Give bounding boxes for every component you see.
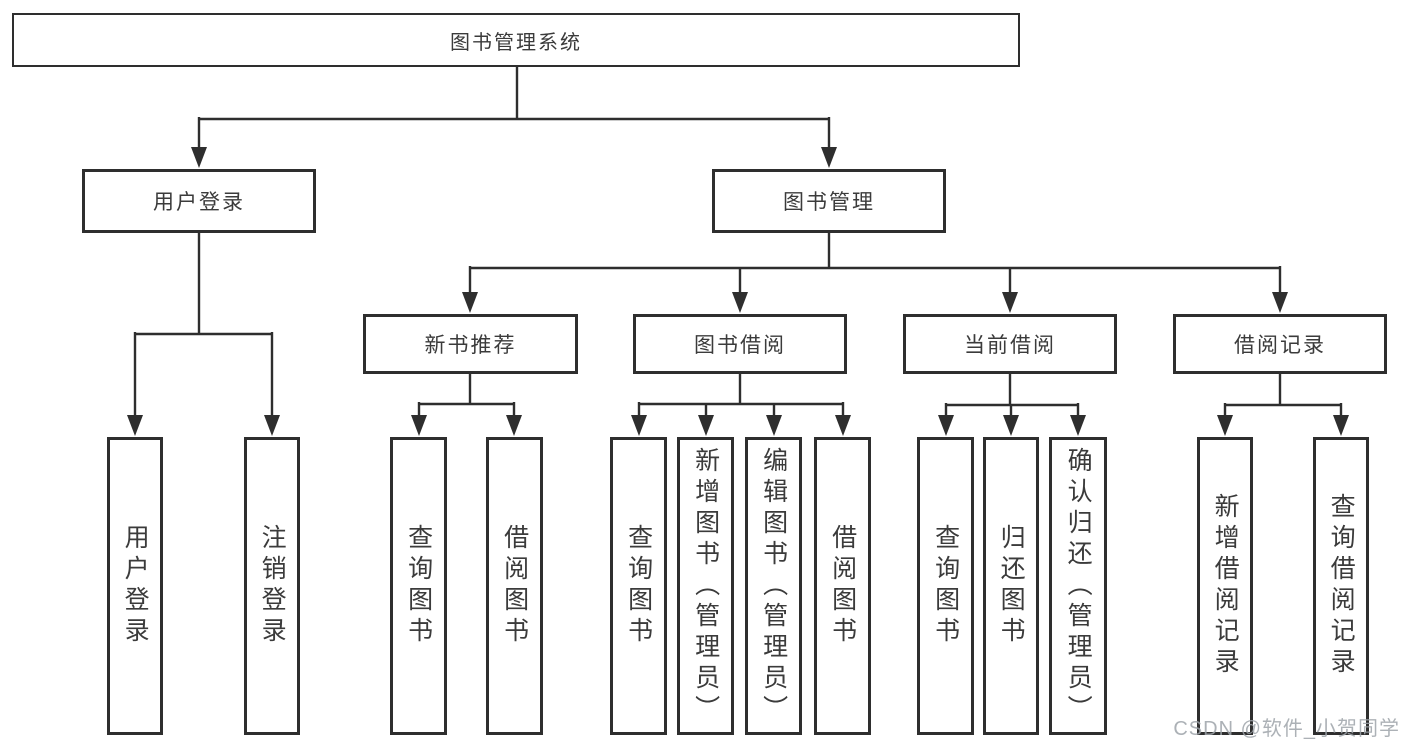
- node-label: 编辑图书（管理员）: [759, 446, 788, 726]
- node-label: 新增图书（管理员）: [691, 446, 720, 726]
- node-label: 查询图书: [404, 524, 433, 648]
- node-label: 确认归还（管理员）: [1064, 446, 1093, 726]
- node-label: 借阅图书: [828, 524, 857, 648]
- node-new-book-recommend: 新书推荐: [363, 314, 578, 374]
- node-confirm-return-admin: 确认归还（管理员）: [1049, 437, 1107, 735]
- node-label: 图书管理: [783, 191, 875, 214]
- node-label: 图书借阅: [694, 334, 786, 357]
- node-label: 用户登录: [153, 191, 245, 214]
- node-query-books-1: 查询图书: [390, 437, 447, 735]
- node-return-books: 归还图书: [983, 437, 1039, 735]
- node-label: 新书推荐: [424, 334, 517, 357]
- node-book-management: 图书管理: [712, 169, 946, 233]
- node-add-borrow-record: 新增借阅记录: [1197, 437, 1253, 735]
- node-label: 当前借阅: [964, 334, 1056, 357]
- node-borrowing-records: 借阅记录: [1173, 314, 1387, 374]
- node-book-borrowing: 图书借阅: [633, 314, 847, 374]
- node-query-borrow-record: 查询借阅记录: [1313, 437, 1369, 735]
- node-user-login: 用户登录: [107, 437, 163, 735]
- node-query-books-2: 查询图书: [610, 437, 667, 735]
- node-borrow-books-1: 借阅图书: [486, 437, 543, 735]
- node-label: 查询借阅记录: [1327, 493, 1356, 679]
- node-label: 借阅记录: [1234, 334, 1326, 357]
- tree-edges: [127, 66, 1349, 436]
- node-current-borrowing: 当前借阅: [903, 314, 1117, 374]
- node-label: 注销登录: [258, 524, 287, 648]
- node-query-books-3: 查询图书: [917, 437, 974, 735]
- node-label: 归还图书: [997, 524, 1026, 648]
- node-label: 用户登录: [121, 524, 150, 648]
- node-logout: 注销登录: [244, 437, 300, 735]
- node-library-management-system: 图书管理系统: [12, 13, 1020, 67]
- node-label: 查询图书: [624, 524, 653, 648]
- node-label: 查询图书: [931, 524, 960, 648]
- node-label: 图书管理系统: [450, 31, 582, 54]
- node-edit-books-admin: 编辑图书（管理员）: [745, 437, 802, 735]
- node-user-login-group: 用户登录: [82, 169, 316, 233]
- node-label: 借阅图书: [500, 524, 529, 648]
- node-add-books-admin: 新增图书（管理员）: [677, 437, 734, 735]
- node-borrow-books-2: 借阅图书: [814, 437, 871, 735]
- node-label: 新增借阅记录: [1211, 493, 1240, 679]
